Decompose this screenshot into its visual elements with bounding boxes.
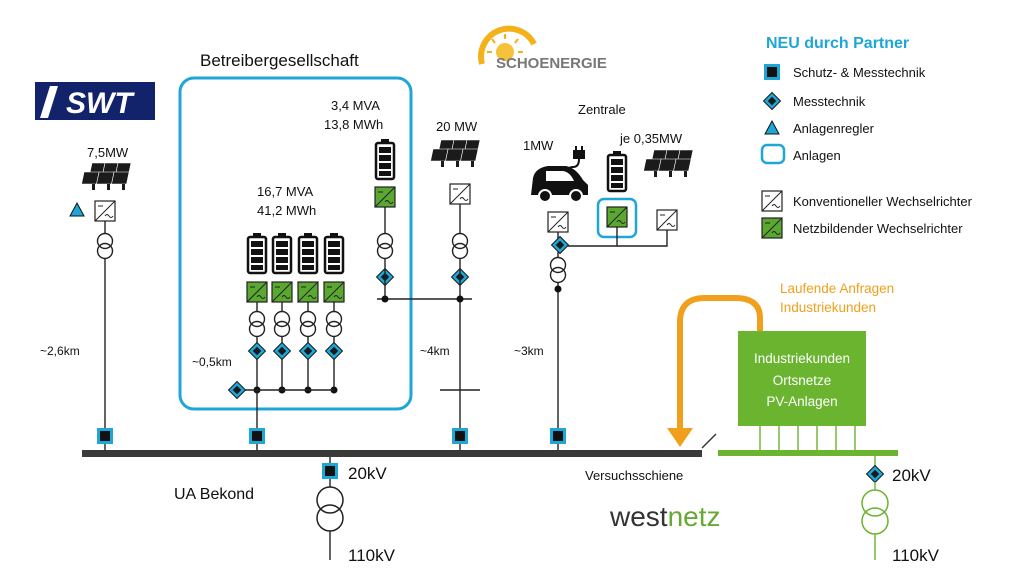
grid-forming-inverter-icon [374,186,396,208]
legend-diamond-icon [763,92,781,110]
grid-forming-inverter-icon [297,281,319,303]
request-arrow: Laufende Anfragen Industriekunden [667,281,894,447]
pv-swt-label: 7,5MW [87,145,129,160]
battery-icon [246,231,268,275]
legend: NEU durch Partner Schutz- & Messtechnik … [760,35,973,239]
battery-icon [374,137,396,181]
pv-array-icon [643,149,694,178]
svg-text:westnetz: westnetz [609,501,721,532]
substation-ua-bekond: 20kV 110kV UA Bekond [174,457,396,565]
svg-text:SWT: SWT [66,87,135,120]
distance-label: ~0,5km [192,355,232,369]
feeder-battery-large: 16,7 MVA 41,2 MWh ~0,5km [192,184,345,450]
distance-label: ~4km [420,344,450,358]
ev-label: 1MW [523,138,554,153]
industry-box [738,331,866,426]
transformer-icon [325,310,343,338]
zentrale-label: Zentrale [578,102,626,117]
pv-array-icon [430,139,481,168]
test-busbar [82,450,702,457]
grid-forming-inverter-icon [246,281,268,303]
feeder-battery-small-pv20: 3,4 MVA 13,8 MWh 20 MW ~4km [324,98,481,450]
mv-voltage-label-2: 20kV [892,466,931,485]
battery-icon [271,231,293,275]
protection-meter-icon [550,428,566,444]
distance-label: ~3km [514,344,544,358]
legend-label-4: Anlagen [793,148,841,163]
requests-line-1: Laufende Anfragen [780,281,894,296]
meter-diamond-icon [273,342,291,360]
conventional-inverter-icon [94,200,116,222]
westnetz-logo: westnetz [609,501,721,532]
conventional-inverter-icon [449,183,471,205]
pv-20-label: 20 MW [436,119,478,134]
protection-meter-icon [97,428,113,444]
grid-forming-inverter-icon [271,281,293,303]
transformer-icon [96,232,114,260]
legend-triangle-icon [764,119,780,135]
westnetz-grid: Industriekunden Ortsnetze PV-Anlagen 20k… [701,331,940,565]
operator-box [178,76,413,411]
legend-square-icon [764,64,780,80]
transformer-icon [248,310,266,338]
legend-conventional-inverter-icon [761,190,783,212]
legend-title: NEU durch Partner [766,35,909,52]
protection-meter-icon [452,428,468,444]
each-label: je 0,35MW [619,131,683,146]
distance-label: ~2,6km [40,344,80,358]
legend-label-1: Schutz- & Messtechnik [793,65,926,80]
legend-grid-forming-inverter-icon [761,217,783,239]
hv-voltage-label-2: 110kV [892,546,940,565]
mv-voltage-label: 20kV [348,464,387,483]
westnetz-busbar [718,450,898,456]
operator-title: Betreibergesellschaft [200,51,359,70]
transformer-icon [451,232,469,260]
grid-forming-inverter-icon [323,281,345,303]
battery-icon [297,231,319,275]
conventional-inverter-icon [656,209,678,231]
industry-line-1: Industriekunden [754,351,850,366]
substation-label: UA Bekond [174,486,254,503]
meter-diamond-icon [551,236,569,254]
transformer-icon [273,310,291,338]
plant-controller-icon [69,201,85,217]
conventional-inverter-icon [547,211,569,233]
electric-car-icon [531,166,588,203]
battery-small-energy: 13,8 MWh [324,117,383,132]
legend-rounded-box-icon [760,143,786,165]
legend-label-6: Netzbildender Wechselrichter [793,221,963,236]
meter-diamond-icon [248,342,266,360]
battery-large-power: 16,7 MVA [257,184,313,199]
protection-meter-icon [322,463,338,479]
transformer-icon [299,310,317,338]
meter-diamond-icon [325,342,343,360]
meter-diamond-icon [866,465,884,483]
battery-icon [323,231,345,275]
meter-diamond-icon [228,381,246,399]
transformer-icon [549,256,567,284]
grid-forming-inverter-icon [606,206,628,228]
schoenergie-logo: SCHOENERGIE [478,25,607,72]
battery-large-energy: 41,2 MWh [257,203,316,218]
industry-line-2: Ortsnetze [773,373,832,388]
legend-label-2: Messtechnik [793,94,866,109]
swt-logo: SWT [35,82,155,120]
battery-icon [606,149,628,193]
legend-label-3: Anlagenregler [793,121,875,136]
hv-voltage-label: 110kV [348,546,396,565]
industry-line-3: PV-Anlagen [766,394,837,409]
feeder-zentrale: Zentrale 1MW je 0,35MW ~3km [514,102,694,450]
feeder-swt-pv: 7,5MW ~2,6km [40,145,132,450]
requests-line-2: Industriekunden [780,300,876,315]
busbar-label: Versuchsschiene [585,468,683,483]
pv-array-icon [81,162,132,191]
protection-meter-icon [249,428,265,444]
transformer-icon [376,232,394,260]
battery-small-power: 3,4 MVA [331,98,380,113]
legend-label-5: Konventioneller Wechselrichter [793,194,973,209]
meter-diamond-icon [299,342,317,360]
svg-text:SCHOENERGIE: SCHOENERGIE [496,55,607,72]
